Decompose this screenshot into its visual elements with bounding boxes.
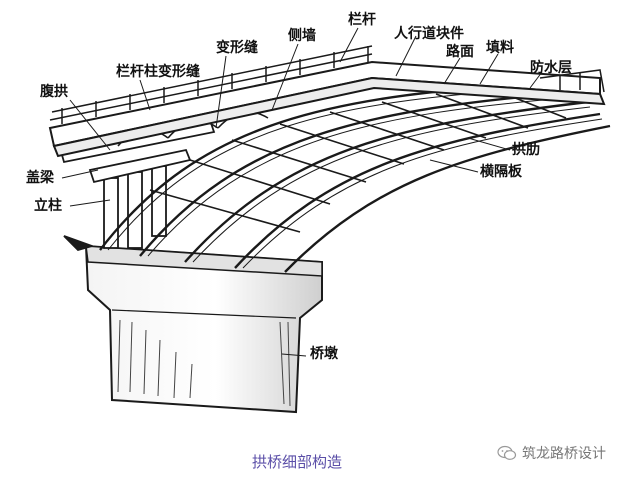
watermark: 筑龙路桥设计 xyxy=(497,443,606,463)
label-gongle: 拱肋 xyxy=(512,142,540,158)
label-tianliao: 填料 xyxy=(486,40,514,56)
label-fangshuiceng: 防水层 xyxy=(530,60,572,76)
leader-lines xyxy=(61,27,543,357)
pier xyxy=(84,244,323,414)
label-renxingdao: 人行道块件 xyxy=(394,26,464,42)
figure-caption: 拱桥细部构造 xyxy=(252,453,343,471)
wechat-icon xyxy=(497,445,517,460)
deck xyxy=(48,60,606,158)
label-langan: 栏杆 xyxy=(348,12,376,28)
label-bianxingfeng: 变形缝 xyxy=(216,40,258,56)
label-lizhu: 立柱 xyxy=(34,198,62,214)
label-qiaodun: 桥墩 xyxy=(310,346,338,362)
label-ceqiang: 侧墙 xyxy=(288,28,316,44)
label-lumian: 路面 xyxy=(446,44,474,60)
label-hengeban: 横隔板 xyxy=(480,164,522,180)
label-fuqiong: 腹拱 xyxy=(40,84,68,100)
label-langanzhu-bianxingfeng: 栏杆柱变形缝 xyxy=(116,64,200,80)
label-gailiang: 盖梁 xyxy=(26,170,54,186)
watermark-text: 筑龙路桥设计 xyxy=(522,446,606,462)
railing xyxy=(49,45,605,124)
